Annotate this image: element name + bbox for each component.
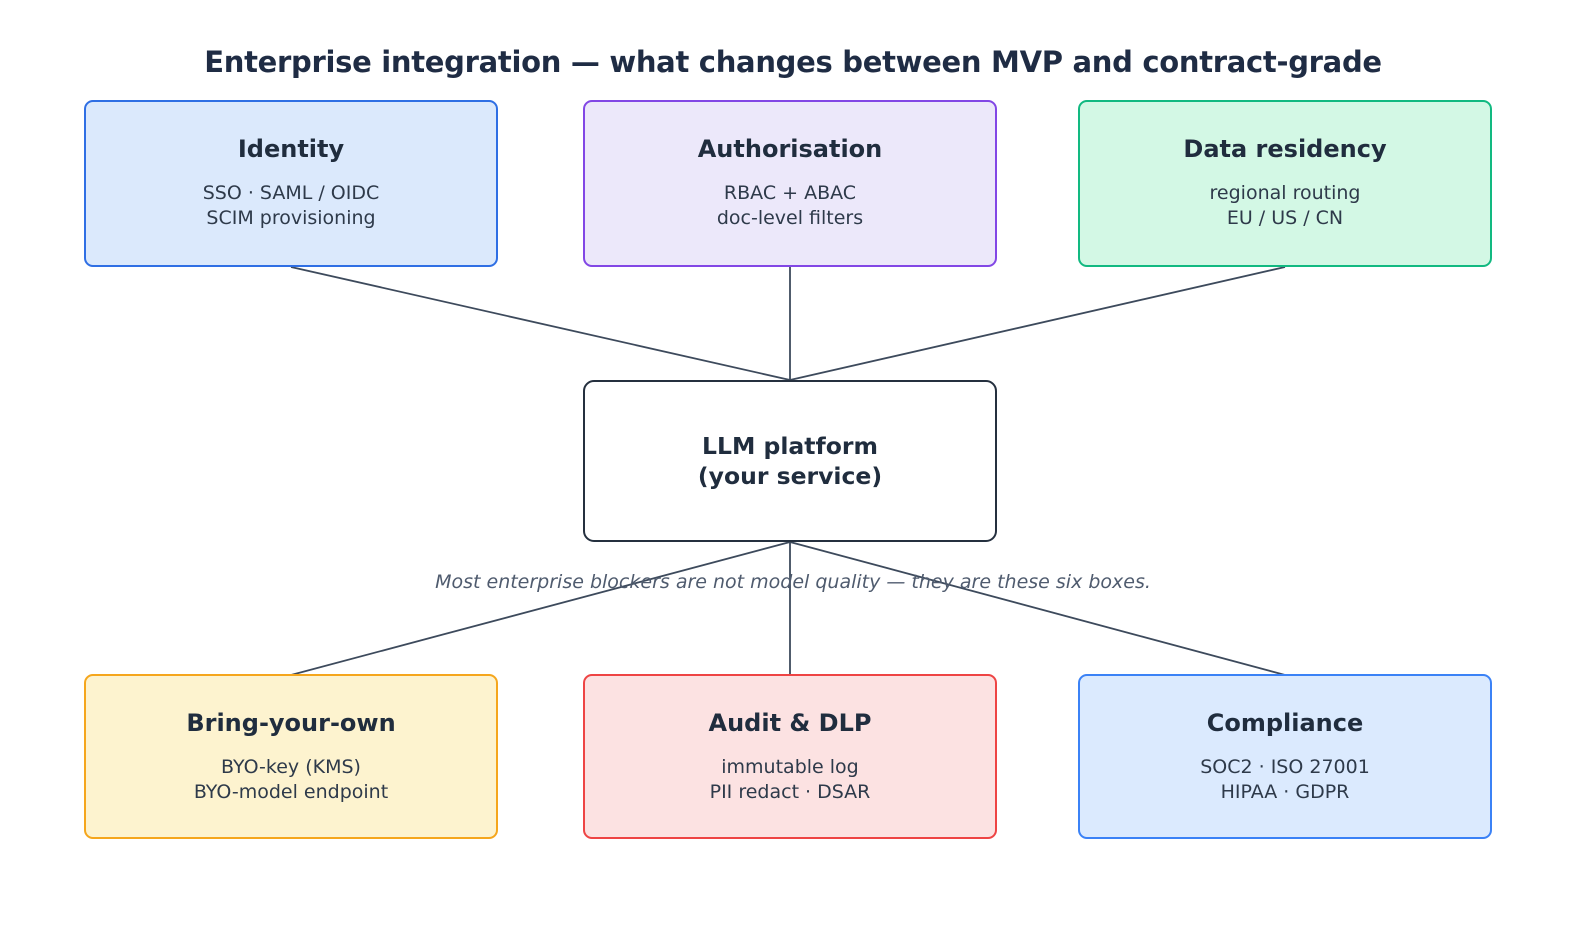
connector-residency-to-center: [789, 266, 1286, 381]
node-data-residency: Data residency regional routing EU / US …: [1078, 100, 1492, 267]
node-data-residency-line1: regional routing: [1209, 182, 1361, 204]
connector-center-to-compliance: [789, 541, 1286, 676]
connector-center-to-byo: [290, 541, 791, 676]
node-identity-line2: SCIM provisioning: [206, 206, 376, 229]
node-bring-your-own-title: Bring-your-own: [186, 709, 396, 737]
node-compliance-line1: SOC2 · ISO 27001: [1200, 756, 1370, 778]
node-llm-platform: LLM platform (your service): [583, 380, 997, 542]
node-compliance-line2: HIPAA · GDPR: [1220, 780, 1350, 803]
node-authorisation-line2: doc-level filters: [716, 206, 864, 229]
node-audit-dlp: Audit & DLP immutable log PII redact · D…: [583, 674, 997, 839]
node-llm-platform-line1: LLM platform: [702, 432, 878, 460]
connector-identity-to-center: [290, 266, 791, 381]
node-llm-platform-line2: (your service): [697, 462, 883, 490]
node-audit-dlp-line2: PII redact · DSAR: [709, 780, 871, 803]
node-bring-your-own: Bring-your-own BYO-key (KMS) BYO-model e…: [84, 674, 498, 839]
node-compliance-title: Compliance: [1206, 709, 1364, 737]
node-identity-line1: SSO · SAML / OIDC: [202, 182, 380, 204]
node-authorisation-line1: RBAC + ABAC: [723, 182, 857, 204]
node-compliance: Compliance SOC2 · ISO 27001 HIPAA · GDPR: [1078, 674, 1492, 839]
node-data-residency-line2: EU / US / CN: [1226, 206, 1344, 229]
node-authorisation: Authorisation RBAC + ABAC doc-level filt…: [583, 100, 997, 267]
diagram-note: Most enterprise blockers are not model q…: [435, 571, 1151, 593]
diagram-title: Enterprise integration — what changes be…: [204, 45, 1382, 79]
node-bring-your-own-line1: BYO-key (KMS): [221, 756, 361, 778]
node-authorisation-title: Authorisation: [697, 135, 883, 163]
node-bring-your-own-line2: BYO-model endpoint: [193, 780, 389, 803]
node-audit-dlp-title: Audit & DLP: [708, 709, 872, 737]
node-audit-dlp-line1: immutable log: [721, 756, 859, 778]
node-identity-title: Identity: [237, 135, 345, 163]
node-data-residency-title: Data residency: [1183, 135, 1387, 163]
node-identity: Identity SSO · SAML / OIDC SCIM provisio…: [84, 100, 498, 267]
